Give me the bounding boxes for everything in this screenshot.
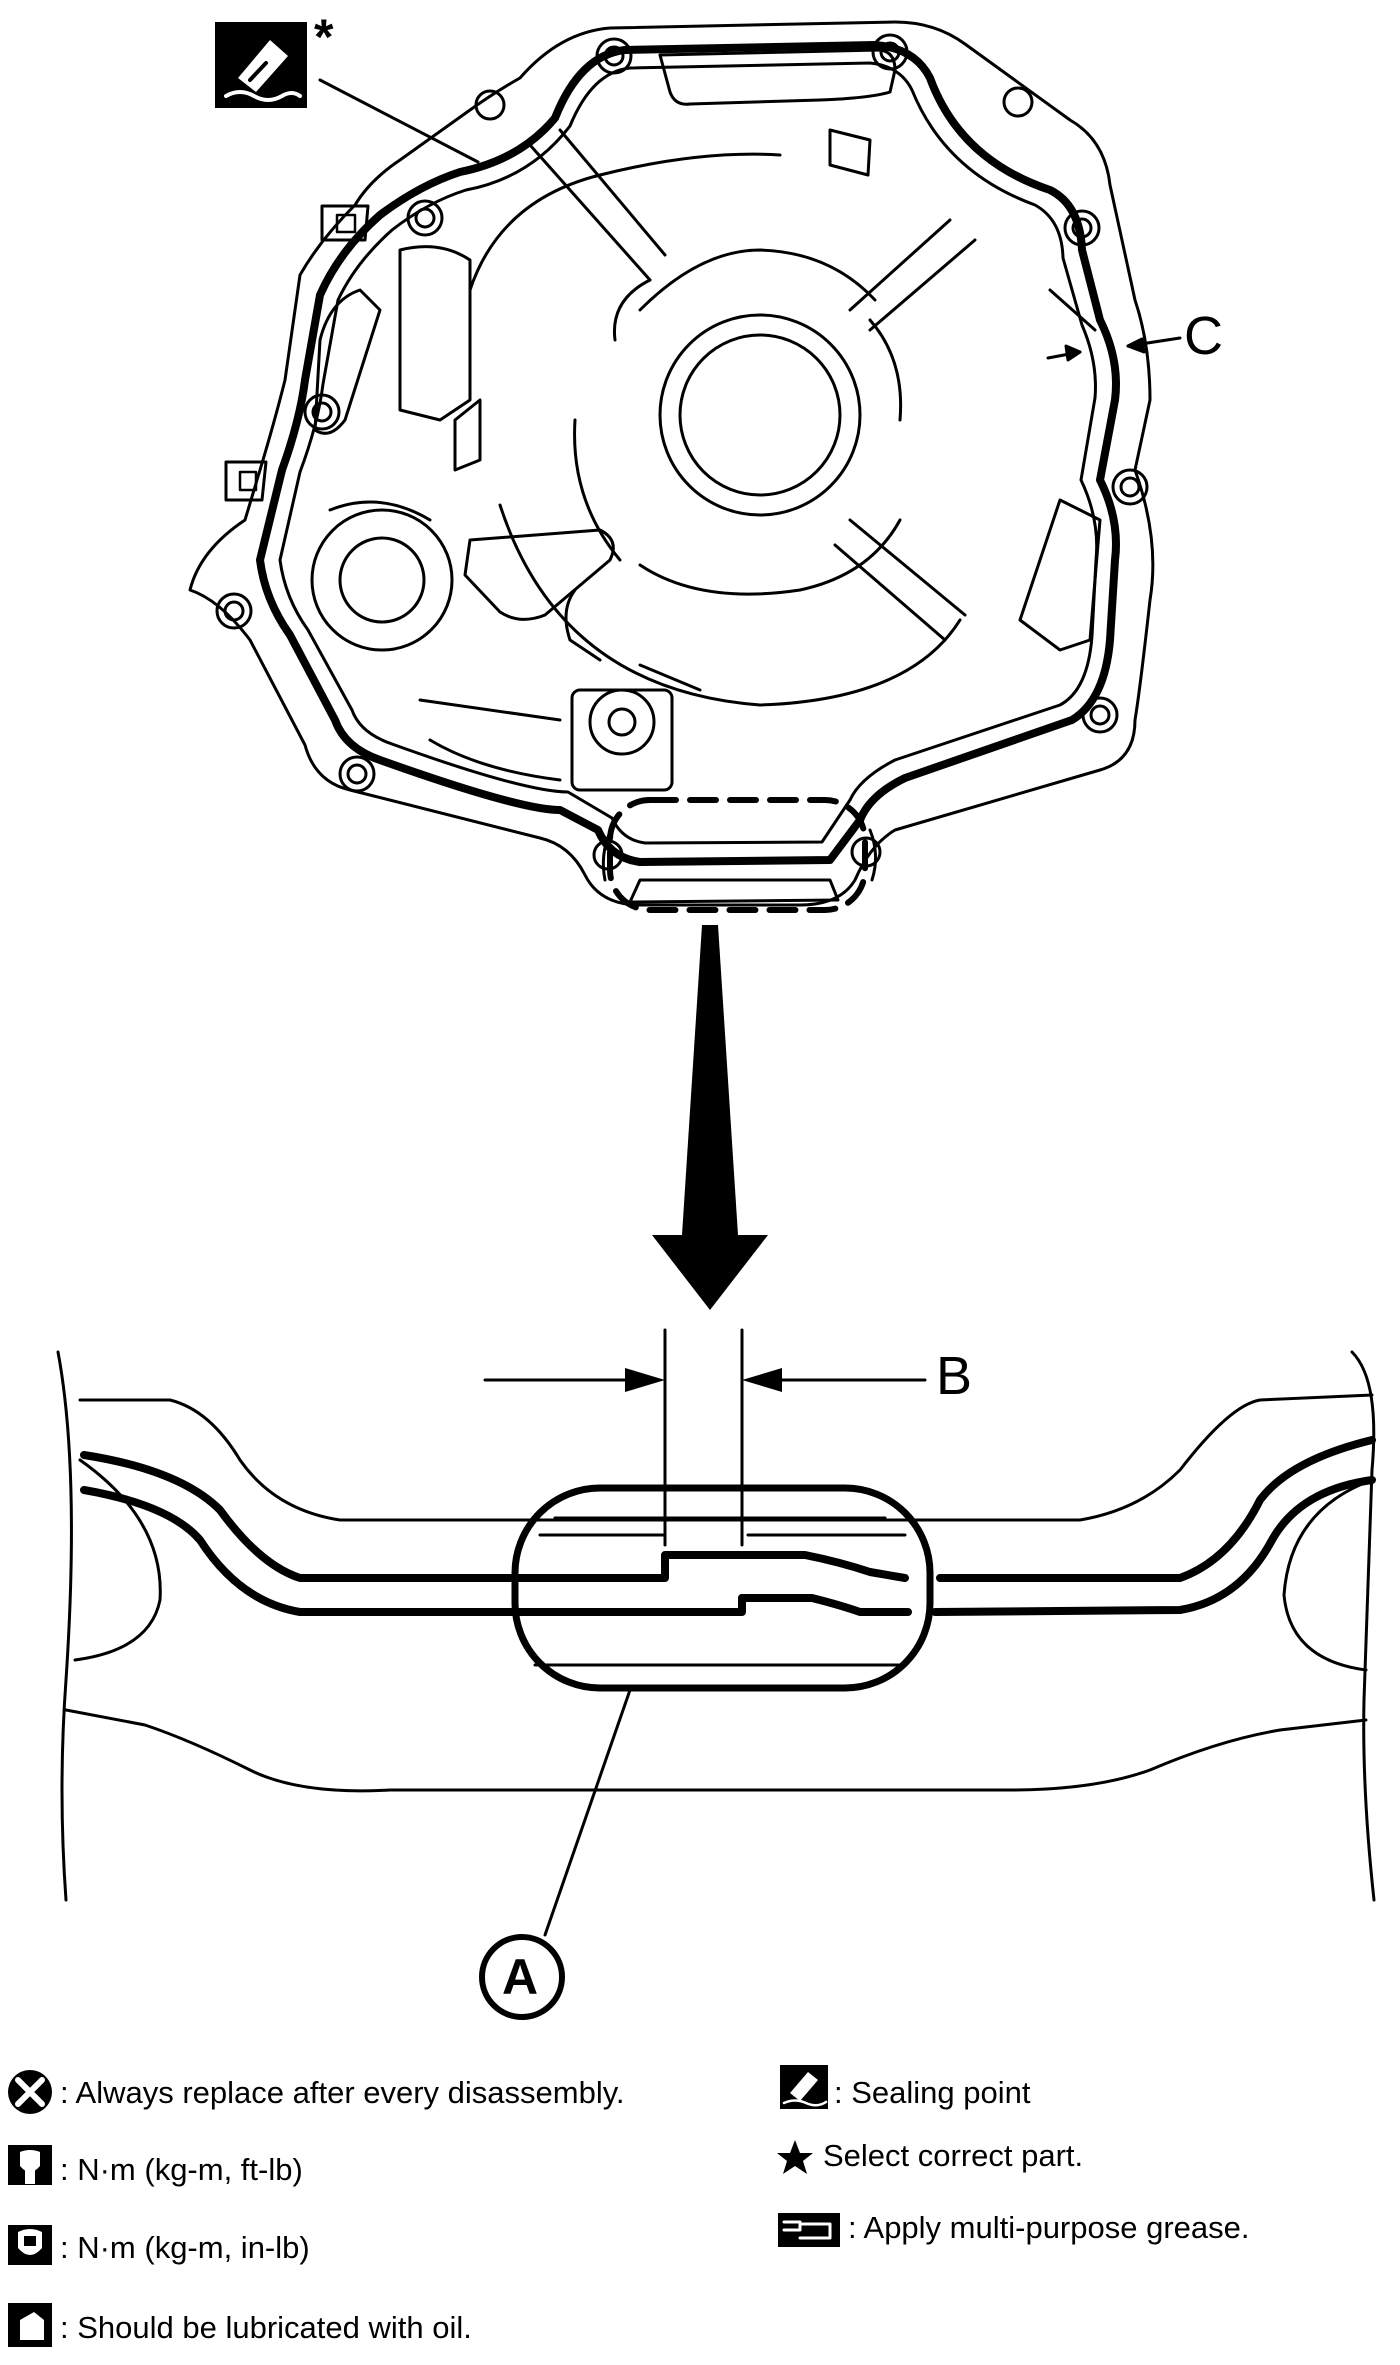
leader-line-star [318,78,480,164]
legend-replace-text: : Always replace after every disassembly… [60,2075,625,2110]
legend-oil-text: : Should be lubricated with oil. [60,2310,472,2345]
dimension-c-marker [1046,336,1182,362]
legend-torque-ft-icon [8,2145,52,2185]
legend-star-icon [777,2140,813,2174]
sealing-point-callout-icon [215,22,307,108]
detail-area-marker [607,797,868,913]
legend-oil-icon [8,2303,52,2347]
dimension-c-label: C [1184,306,1223,366]
housing-outline [188,20,1155,907]
callout-a-label: A [502,1949,539,2005]
legend-select-text: Select correct part. [823,2138,1084,2173]
housing-internal-features [310,48,1102,904]
legend-sealing-text: : Sealing point [834,2075,1031,2110]
legend-sealing-icon [780,2065,828,2109]
detail-view [56,1328,1376,2020]
legend-replace-icon [8,2070,52,2114]
star-callout-label: * [314,9,334,65]
legend-torque-ft-text: : N·m (kg-m, ft-lb) [60,2152,303,2187]
legend-grease-icon [778,2213,840,2247]
legend-torque-in-text: : N·m (kg-m, in-lb) [60,2230,310,2265]
legend-grease-text: : Apply multi-purpose grease. [848,2210,1250,2245]
detail-arrow [652,925,768,1310]
dimension-b-label: B [936,1346,973,1406]
legend-torque-in-icon [8,2225,52,2265]
